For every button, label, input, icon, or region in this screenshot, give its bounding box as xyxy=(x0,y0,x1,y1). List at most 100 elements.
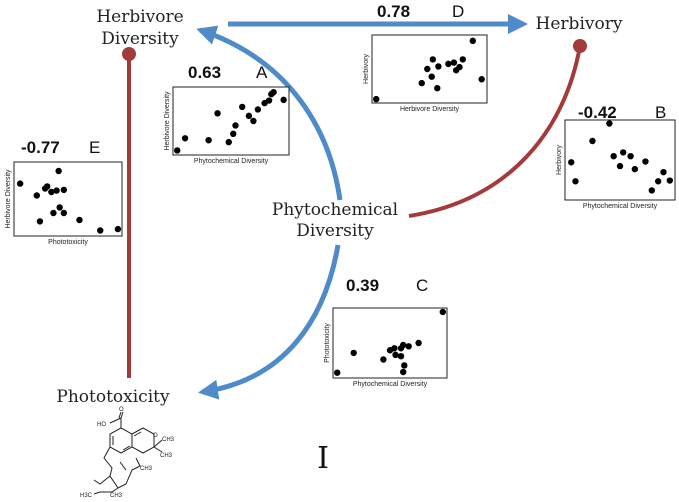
phototoxic-compound-structure: HO O O CH3 CH3 CH3 H3C CH3 xyxy=(80,407,175,499)
data-point-b-10 xyxy=(642,158,649,165)
data-point-b-8 xyxy=(627,153,634,160)
scatter-panel-e: -0.77 E Phototoxicity Herbivore Diversity xyxy=(5,138,123,246)
y-axis-label-b: Herbivory xyxy=(556,145,563,175)
ho-label: HO xyxy=(97,422,106,428)
data-point-d-7 xyxy=(435,63,442,70)
data-point-d-3 xyxy=(424,65,431,73)
data-point-c-1 xyxy=(334,369,341,376)
figure-mark: I xyxy=(317,441,329,476)
arrow-link-c xyxy=(198,244,341,400)
data-point-d-14 xyxy=(478,76,485,83)
data-point-b-6 xyxy=(616,162,624,170)
ch3-label-1: CH3 xyxy=(162,437,175,443)
data-point-b-7 xyxy=(619,149,627,156)
x-axis-label-d: Herbivore Diversity xyxy=(400,106,460,113)
y-axis-label-e: Herbivore Diversity xyxy=(5,169,12,229)
node-herbivory: Herbivory xyxy=(536,14,623,34)
data-point-c-12 xyxy=(405,343,412,350)
data-point-a-16 xyxy=(280,96,287,104)
data-point-d-5 xyxy=(429,56,437,63)
data-point-a-4 xyxy=(214,110,221,117)
panel-letter-e: E xyxy=(89,138,100,157)
arrow-link-a xyxy=(196,25,343,201)
h3c-label: H3C xyxy=(80,493,93,499)
data-point-c-9 xyxy=(400,341,407,349)
ch3-label-2: CH3 xyxy=(160,453,173,459)
data-point-d-9 xyxy=(450,59,458,66)
data-point-e-7 xyxy=(50,209,57,217)
data-point-c-5 xyxy=(391,345,398,352)
data-point-c-14 xyxy=(439,308,446,316)
x-axis-label-e: Phototoxicity xyxy=(48,239,88,246)
carbonyl-o-label: O xyxy=(119,407,124,413)
data-point-b-14 xyxy=(666,177,674,184)
data-point-e-6 xyxy=(48,188,55,196)
prenyl-chain xyxy=(103,446,141,489)
x-axis-label-b: Phytochemical Diversity xyxy=(583,203,658,210)
data-point-a-2 xyxy=(181,135,189,142)
data-point-c-11 xyxy=(401,362,408,369)
data-point-d-2 xyxy=(418,79,425,87)
data-point-d-4 xyxy=(428,73,435,80)
data-point-c-13 xyxy=(415,339,422,347)
data-point-a-5 xyxy=(225,138,232,146)
coefficient-c: 0.39 xyxy=(346,276,379,295)
data-point-c-2 xyxy=(350,349,357,357)
data-point-a-10 xyxy=(250,117,257,125)
x-axis-label-a: Phytochemical Diversity xyxy=(194,158,269,165)
data-point-d-6 xyxy=(434,85,441,92)
plot-frame-b xyxy=(564,119,676,201)
data-point-d-12 xyxy=(459,56,466,63)
data-point-a-8 xyxy=(239,103,246,111)
node-phototoxicity: Phototoxicity xyxy=(56,387,170,407)
panel-letter-a: A xyxy=(256,63,268,82)
data-point-a-15 xyxy=(270,89,277,96)
panel-letter-b: B xyxy=(655,103,666,122)
data-point-b-1 xyxy=(568,159,575,166)
data-point-e-9 xyxy=(55,167,62,175)
link-phototoxicity-herbivore-diversity xyxy=(122,47,136,378)
data-point-b-3 xyxy=(589,137,596,145)
data-point-e-5 xyxy=(44,183,51,190)
node-herbivore-diversity-line2: Diversity xyxy=(101,29,179,49)
data-point-c-7 xyxy=(397,353,405,360)
data-point-e-11 xyxy=(60,186,68,194)
data-point-b-4 xyxy=(606,120,613,127)
link-endpoint-dot-b xyxy=(573,39,587,53)
panel-letter-c: C xyxy=(416,276,428,295)
node-herbivore-diversity-line1: Herbivore xyxy=(96,7,183,27)
panel-letter-d: D xyxy=(452,2,464,21)
data-point-a-6 xyxy=(230,130,237,137)
data-point-a-7 xyxy=(232,122,239,129)
data-point-e-14 xyxy=(97,227,104,234)
data-point-c-6 xyxy=(392,351,399,359)
data-point-e-13 xyxy=(76,216,83,224)
x-axis-label-c: Phytochemical Diversity xyxy=(353,381,428,388)
y-axis-label-d: Herbivory xyxy=(363,54,370,84)
ring-o-label: O xyxy=(153,433,158,439)
red-link-line-b xyxy=(408,45,582,218)
link-endpoint-dot-e xyxy=(122,47,136,61)
data-point-d-1 xyxy=(373,95,380,103)
data-point-d-11 xyxy=(456,63,463,71)
data-point-e-15 xyxy=(114,225,122,233)
node-phytochemical-line1: Phytochemical xyxy=(272,200,398,220)
data-point-c-3 xyxy=(380,356,387,363)
data-point-b-13 xyxy=(660,168,667,176)
data-point-e-12 xyxy=(60,209,68,217)
data-point-c-10 xyxy=(400,368,407,376)
data-point-e-3 xyxy=(36,218,44,225)
coefficient-a: 0.63 xyxy=(188,63,221,82)
data-point-b-5 xyxy=(610,153,617,160)
data-point-e-1 xyxy=(16,180,24,187)
data-point-b-2 xyxy=(572,178,579,185)
data-point-a-9 xyxy=(245,112,253,120)
plot-frame-c xyxy=(332,307,448,379)
data-point-d-13 xyxy=(469,37,476,45)
coefficient-e: -0.77 xyxy=(21,138,60,157)
data-point-b-11 xyxy=(648,187,655,194)
